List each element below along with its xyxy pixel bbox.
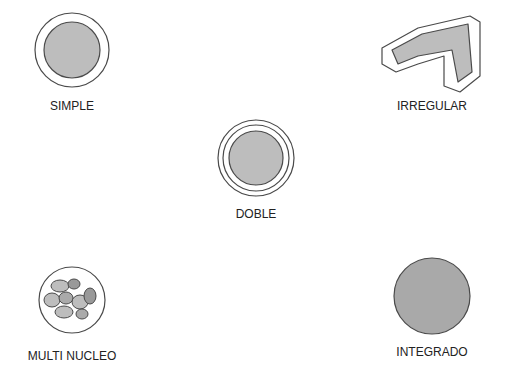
cell-outline	[2, 6, 142, 94]
cell-outline	[362, 252, 502, 340]
shape-label: MULTI NUCLEO	[2, 348, 142, 364]
double-cell: DOBLE	[186, 114, 326, 222]
cell-outline	[362, 6, 502, 94]
shape-label: DOBLE	[186, 206, 326, 222]
shape-label: INTEGRADO	[362, 344, 502, 360]
shape-label: IRREGULAR	[362, 98, 502, 114]
simple-cell: SIMPLE	[2, 6, 142, 114]
cell-outline	[2, 256, 142, 344]
integrated-cell: INTEGRADO	[362, 252, 502, 360]
cell-outline	[186, 114, 326, 202]
shape-label: SIMPLE	[2, 98, 142, 114]
multinucleus-cell: MULTI NUCLEO	[2, 256, 142, 364]
irregular-cell: IRREGULAR	[362, 6, 502, 114]
